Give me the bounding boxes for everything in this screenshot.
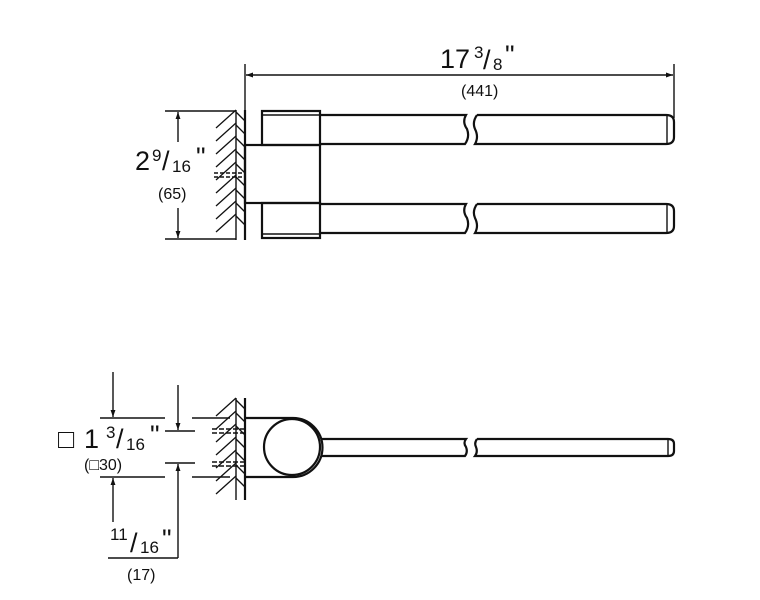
spacing-unit: " <box>196 142 206 172</box>
square-dimension: □ 1 3 / 16 " (□30) <box>58 372 230 522</box>
offset-mm: (17) <box>127 567 155 584</box>
hatch-line <box>235 189 246 200</box>
hatch-line <box>215 187 237 207</box>
hatch-line <box>215 436 237 456</box>
hatch-line <box>235 477 246 488</box>
spacing-mm: (65) <box>158 186 186 203</box>
hatch-line <box>215 161 237 181</box>
hatch-line <box>215 449 237 469</box>
square-symbol: □ <box>58 424 75 454</box>
wall-section-side <box>215 397 247 500</box>
hatch-line <box>215 462 237 482</box>
hatch-line <box>235 451 246 462</box>
hatch-line <box>215 109 237 129</box>
length-whole: 17 <box>440 44 470 74</box>
length-mm: (441) <box>461 83 498 100</box>
hatch-line <box>235 111 246 122</box>
hatch-line <box>215 174 237 194</box>
hatch-line <box>235 150 246 161</box>
length-denominator: 8 <box>493 55 502 74</box>
hatch-line <box>235 176 246 187</box>
hatch-line <box>215 135 237 155</box>
top-view: 17 3 / 8 " (441) 2 9 / 16 " (65) <box>135 40 676 240</box>
side-view: □ 1 3 / 16 " (□30) 11 / 16 " (17) <box>58 372 676 584</box>
hatch-line <box>235 215 246 226</box>
offset-slash: / <box>130 528 138 558</box>
hatch-line <box>215 397 237 417</box>
offset-denominator: 16 <box>140 538 159 557</box>
hatch-line <box>215 122 237 142</box>
towel-bar-side-view <box>212 416 676 479</box>
hatch-line <box>235 124 246 135</box>
hatch-line <box>215 410 237 430</box>
spacing-denominator: 16 <box>172 157 191 176</box>
hatch-line <box>235 412 246 423</box>
hatch-line <box>235 137 246 148</box>
length-dimension: 17 3 / 8 " (441) <box>244 40 675 240</box>
hatch-line <box>215 200 237 220</box>
length-unit: " <box>505 40 515 70</box>
square-numerator: 3 <box>106 423 115 442</box>
spacing-dimension: 2 9 / 16 " (65) <box>135 110 236 240</box>
spacing-numerator: 9 <box>152 146 161 165</box>
square-denominator: 16 <box>126 435 145 454</box>
hatch-line <box>235 202 246 213</box>
towel-bar-top-view <box>243 109 676 240</box>
spacing-whole: 2 <box>135 146 150 176</box>
length-numerator: 3 <box>474 43 483 62</box>
length-slash: / <box>483 45 491 75</box>
offset-unit: " <box>162 524 172 554</box>
hatch-line <box>235 163 246 174</box>
hatch-line <box>235 399 246 410</box>
hatch-line <box>215 148 237 168</box>
hatch-line <box>215 213 237 233</box>
hatch-line <box>215 475 237 495</box>
wall-section <box>214 109 247 240</box>
offset-dimension: 11 / 16 " (17) <box>108 385 195 584</box>
offset-numerator: 11 <box>110 525 128 544</box>
hatch-line <box>235 438 246 449</box>
square-slash: / <box>116 424 124 454</box>
square-mm: (□30) <box>84 457 122 474</box>
square-whole: 1 <box>84 424 99 454</box>
spacing-slash: / <box>162 146 170 176</box>
square-unit: " <box>150 420 160 450</box>
